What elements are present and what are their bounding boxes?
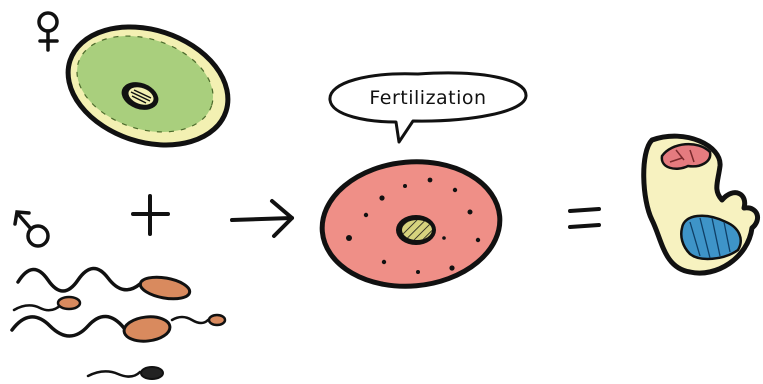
female-symbol-icon	[39, 13, 57, 50]
embryo	[644, 136, 758, 273]
sperm-cell	[12, 315, 171, 344]
sperm-group	[12, 268, 225, 379]
male-symbol-icon	[15, 212, 48, 246]
zygote-cell	[317, 154, 505, 293]
egg-cell	[53, 7, 244, 164]
zygote-nucleus	[396, 215, 436, 245]
sperm-cell	[14, 297, 80, 310]
equals-sign	[570, 209, 599, 227]
plus-sign	[133, 196, 168, 234]
sperm-cell	[18, 268, 191, 302]
speech-bubble: Fertilization	[330, 73, 526, 142]
right-arrow-icon	[232, 201, 292, 236]
embryo-pink-region	[662, 144, 710, 169]
bubble-label: Fertilization	[369, 87, 486, 109]
sperm-cell	[88, 367, 163, 379]
sperm-cell	[172, 315, 225, 325]
